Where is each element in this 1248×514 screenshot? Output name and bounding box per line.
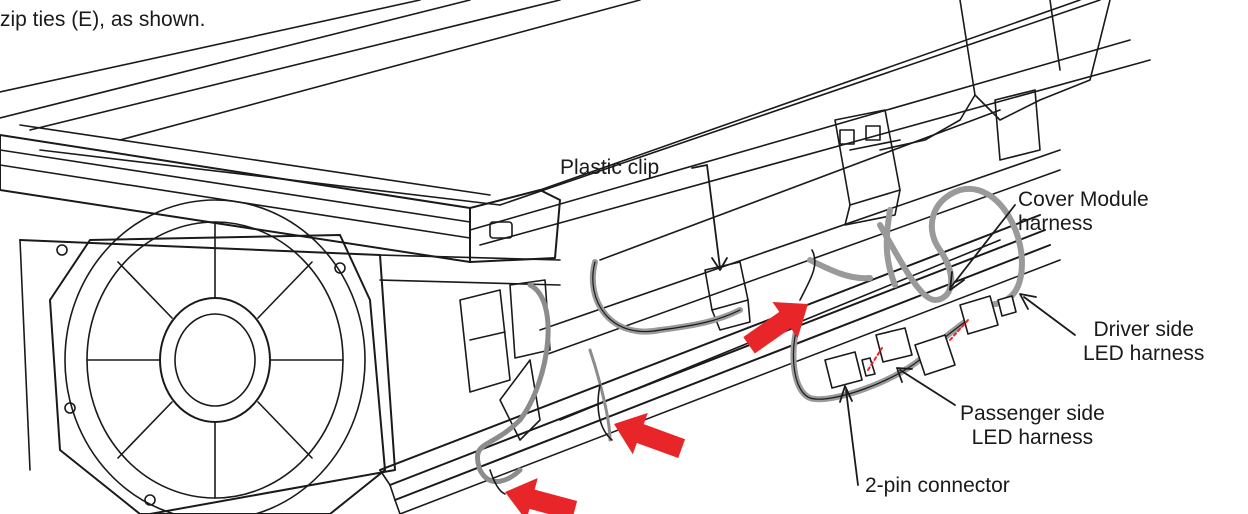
label-plastic-clip: Plastic clip	[560, 156, 660, 179]
left-connector-harness	[459, 279, 612, 484]
label-cover-module-line2: harness	[1018, 212, 1093, 235]
red-arrow-upper	[743, 302, 808, 354]
harness-outline	[592, 261, 976, 400]
red-arrows	[505, 302, 808, 514]
label-passenger-line1: Passenger side	[960, 402, 1105, 425]
red-arrow-middle	[614, 412, 686, 459]
fan-assembly	[49, 199, 386, 514]
label-driver-line1: Driver side	[1093, 318, 1194, 341]
harness-cables	[589, 185, 1025, 403]
label-driver-side-led-harness: Driver side LED harness	[1083, 318, 1204, 366]
housing-outline	[0, 0, 1151, 514]
leader-lines	[691, 164, 1076, 486]
intro-text: zip ties (E), as shown.	[0, 8, 206, 31]
label-passenger-side-led-harness: Passenger side LED harness	[960, 402, 1105, 450]
label-cover-module-line1: Cover Module	[1018, 188, 1149, 211]
label-driver-line2: LED harness	[1083, 342, 1205, 365]
label-cover-module-harness: Cover Module harness	[1018, 188, 1149, 236]
label-2-pin-connector: 2-pin connector	[865, 474, 1010, 497]
zip-tie-loops	[489, 249, 816, 495]
harness-connectors	[824, 295, 1017, 389]
label-passenger-line2: LED harness	[971, 426, 1094, 449]
red-arrow-lower	[505, 477, 578, 514]
